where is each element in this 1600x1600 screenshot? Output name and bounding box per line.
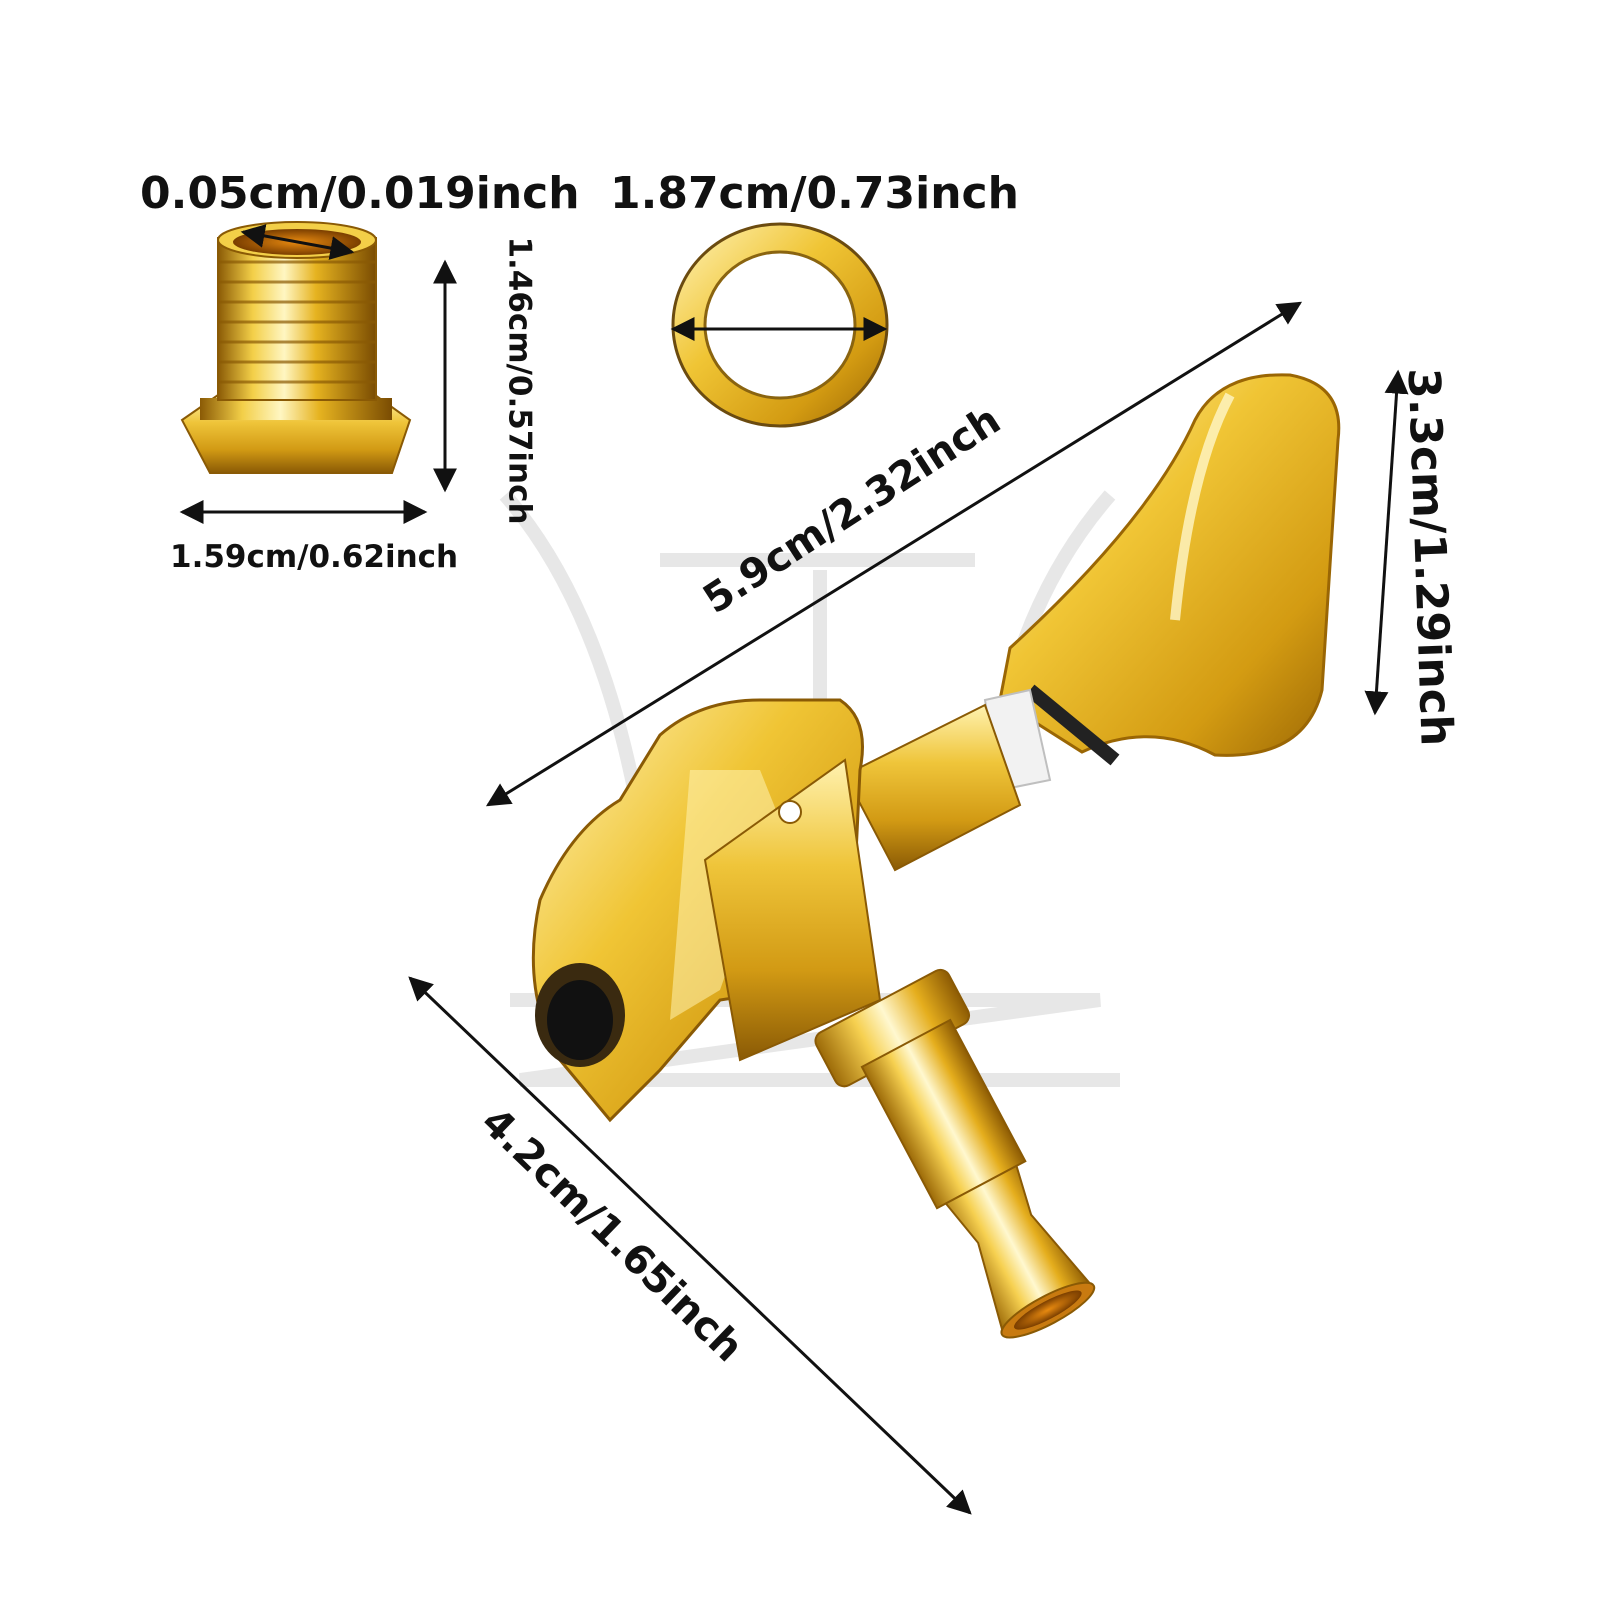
bushing-width-label: 1.59cm/0.62inch [170,539,459,575]
button-height-label: 3.3cm/1.29inch [1397,367,1462,747]
threaded-bushing [180,221,412,474]
washer-diameter-label: 1.87cm/0.73inch [610,168,1019,219]
dimension-arrows [179,224,1409,1515]
washer [671,222,889,428]
arrow-bushing-inner [240,224,355,260]
bushing-inner-diameter-label: 0.05cm/0.019inch [140,168,580,219]
arrow-button-height [1364,369,1409,716]
arrow-total-length [485,301,1303,807]
arrow-post-length [408,976,972,1515]
tuner-button [983,373,1341,792]
tuner-shaft [843,703,1022,872]
bushing-height-label: 1.46cm/0.57inch [501,236,538,525]
